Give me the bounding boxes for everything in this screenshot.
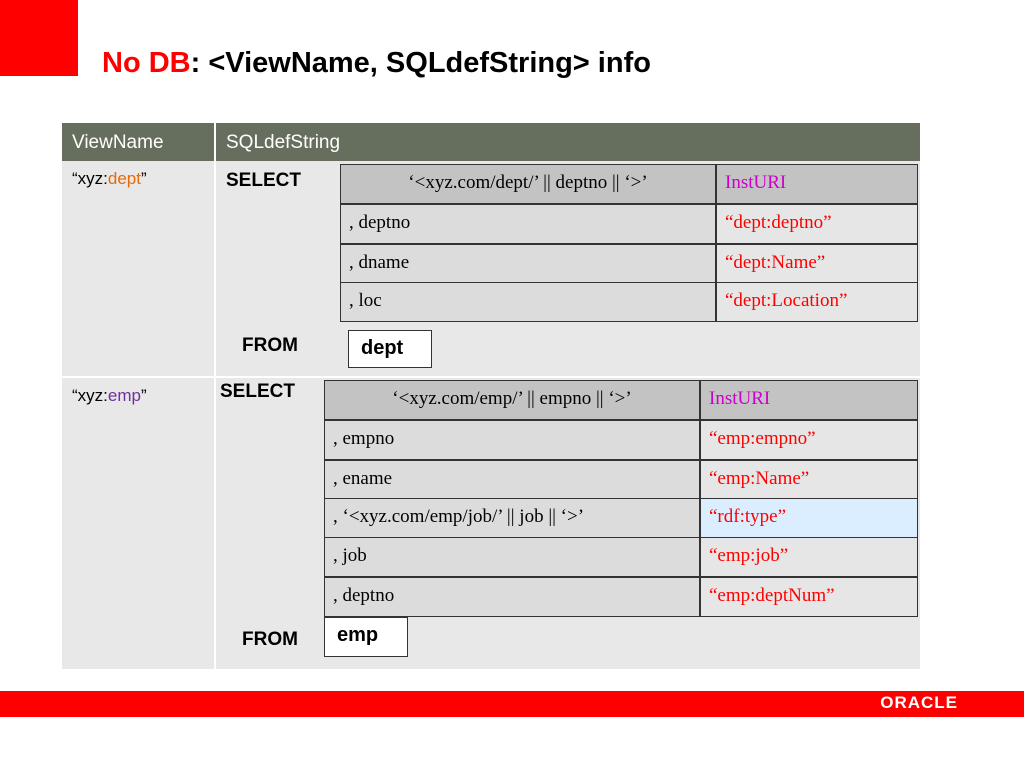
section-divider: [62, 376, 920, 378]
viewname-prefix: “xyz:: [72, 386, 108, 405]
dept-prop-row: “dept:deptno”: [716, 204, 918, 244]
emp-prop-row: “rdf:type”: [700, 498, 918, 538]
dept-prop-row: “dept:Name”: [716, 244, 918, 284]
emp-prop-row: “emp:empno”: [700, 420, 918, 460]
header-sqldefstring: SQLdefString: [226, 132, 341, 153]
dept-select-keyword: SELECT: [226, 170, 301, 191]
header-viewname: ViewName: [72, 132, 164, 153]
emp-select-keyword: SELECT: [220, 381, 295, 402]
table-header: ViewName SQLdefString: [62, 123, 920, 161]
dept-expr-row: , loc: [340, 282, 716, 322]
viewname-suffix: ”: [140, 169, 147, 188]
emp-expr-row: , empno: [324, 420, 700, 460]
viewname-suffix: ”: [140, 386, 147, 405]
dept-expr-row: , dname: [340, 244, 716, 284]
dept-viewname: “xyz:dept”: [72, 169, 147, 189]
emp-expr-row: , ename: [324, 460, 700, 500]
emp-expr-row: ‘<xyz.com/emp/’ || empno || ‘>’: [324, 380, 700, 420]
emp-viewname: “xyz:emp”: [72, 386, 147, 406]
emp-expr-row: , job: [324, 537, 700, 577]
header-divider: [214, 123, 216, 161]
emp-from-keyword: FROM: [242, 629, 298, 650]
title-rest: : <ViewName, SQLdefString> info: [190, 47, 651, 79]
slide-title: No DB: <ViewName, SQLdefString> info: [102, 47, 651, 80]
viewname-emp: emp: [107, 386, 141, 405]
dept-expr-row: ‘<xyz.com/dept/’ || deptno || ‘>’: [340, 164, 716, 204]
emp-view-section: “xyz:emp” SELECT ‘<xyz.com/emp/’ || empn…: [62, 378, 920, 669]
emp-prop-row: “emp:job”: [700, 537, 918, 577]
dept-prop-row: “dept:Location”: [716, 282, 918, 322]
dept-from-keyword: FROM: [242, 335, 298, 356]
viewname-prefix: “xyz:: [72, 169, 108, 188]
emp-expr-row: , ‘<xyz.com/emp/job/’ || job || ‘>’: [324, 498, 700, 538]
emp-prop-row: “emp:deptNum”: [700, 577, 918, 617]
footer-bar: ORACLE: [0, 691, 1024, 717]
column-divider: [214, 378, 216, 669]
dept-from-table: dept: [348, 330, 432, 368]
dept-prop-row: InstURI: [716, 164, 918, 204]
title-highlight: No DB: [102, 47, 191, 79]
emp-prop-row: “emp:Name”: [700, 460, 918, 500]
column-divider: [214, 161, 216, 376]
emp-from-table: emp: [324, 617, 408, 657]
dept-view-section: “xyz:dept” SELECT ‘<xyz.com/dept/’ || de…: [62, 161, 920, 376]
brand-accent-block: [0, 0, 78, 76]
emp-prop-row: InstURI: [700, 380, 918, 420]
oracle-logo: ORACLE: [880, 693, 958, 712]
viewname-dept: dept: [107, 169, 141, 188]
dept-expr-row: , deptno: [340, 204, 716, 244]
emp-expr-row: , deptno: [324, 577, 700, 617]
